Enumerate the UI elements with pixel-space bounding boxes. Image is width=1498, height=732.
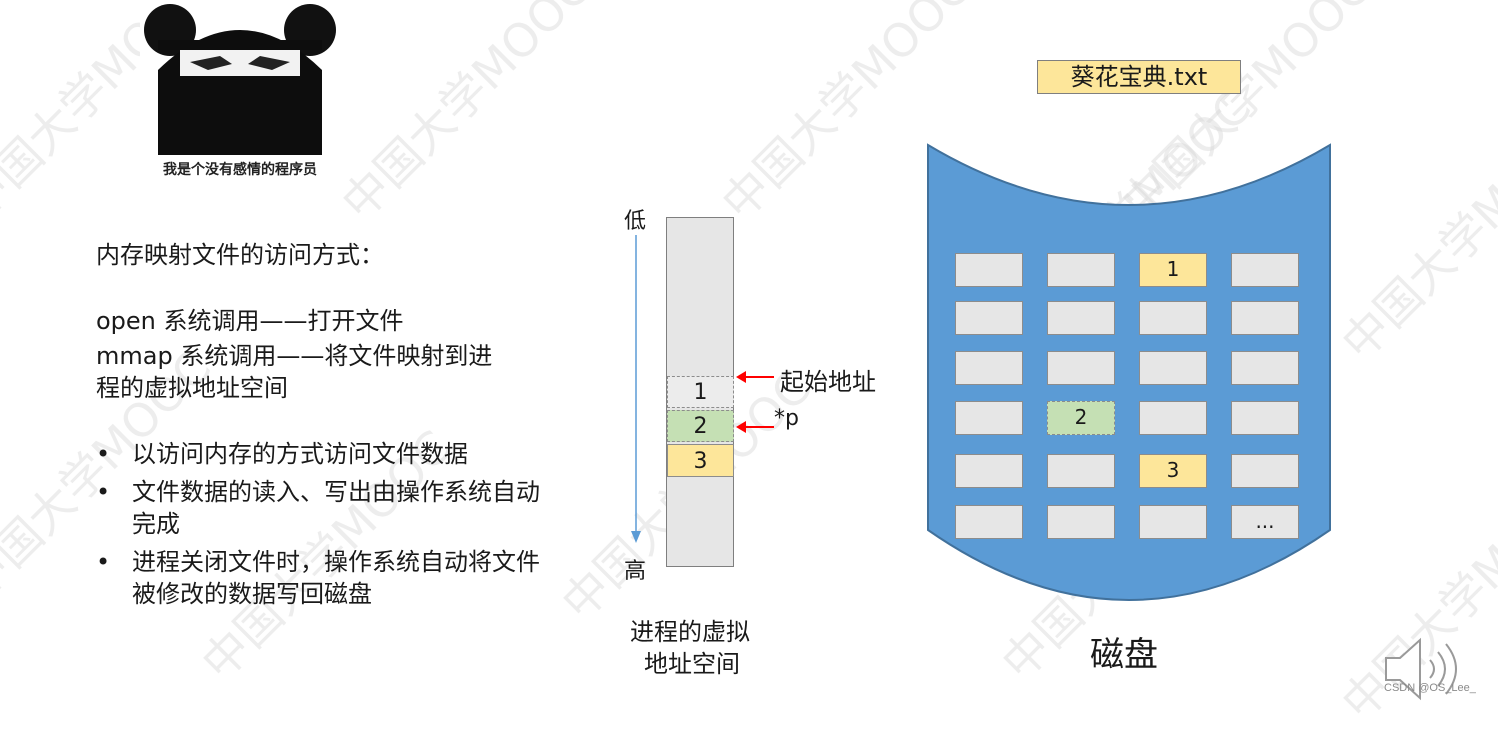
disk-caption: 磁盘 <box>1090 627 1158 676</box>
disk-block <box>1231 351 1299 385</box>
disk-block: 2 <box>1047 401 1115 435</box>
virtual-space-caption-cont: 地址空间 <box>644 644 740 679</box>
disk-block: 3 <box>1139 454 1207 488</box>
meme-caption: 我是个没有感情的程序员 <box>140 159 340 179</box>
memory-block-1: 1 <box>667 376 734 408</box>
disk-block <box>955 253 1023 287</box>
start-address-label: 起始地址 <box>780 362 876 397</box>
bullet-icon: • <box>96 438 110 470</box>
disk-block <box>1231 253 1299 287</box>
disk-block: 1 <box>1139 253 1207 287</box>
disk-block <box>1047 505 1115 539</box>
list-item-text: 以访问内存的方式访问文件数据 <box>132 440 468 468</box>
low-address-label: 低 <box>624 203 646 235</box>
section-title: 内存映射文件的访问方式： <box>96 239 384 271</box>
bullet-icon: • <box>96 546 110 578</box>
disk-block <box>955 351 1023 385</box>
list-item-text: 进程关闭文件时，操作系统自动将文件被修改的数据写回磁盘 <box>132 548 540 608</box>
list-item-text: 文件数据的读入、写出由操作系统自动完成 <box>132 478 540 538</box>
list-item: • 进程关闭文件时，操作系统自动将文件被修改的数据写回磁盘 <box>96 546 562 610</box>
down-arrow-icon <box>628 235 644 545</box>
disk-block <box>1047 253 1115 287</box>
disk-block <box>1139 505 1207 539</box>
memory-block-3: 3 <box>667 444 734 477</box>
high-address-label: 高 <box>624 553 646 585</box>
disk-cylinder <box>926 140 1332 630</box>
bullet-list: • 以访问内存的方式访问文件数据 • 文件数据的读入、写出由操作系统自动完成 •… <box>96 438 566 616</box>
file-name-label: 葵花宝典.txt <box>1037 60 1241 94</box>
memory-block-2: 2 <box>667 410 734 442</box>
disk-block: ... <box>1231 505 1299 539</box>
start-address-arrow-icon <box>736 368 776 386</box>
disk-block <box>955 301 1023 335</box>
disk-block <box>1231 401 1299 435</box>
watermark: 中国大学MOOC <box>325 0 604 232</box>
mmap-syscall-line: mmap 系统调用——将文件映射到进 <box>96 340 492 372</box>
mmap-syscall-line-cont: 程的虚拟地址空间 <box>96 372 288 404</box>
virtual-space-caption: 进程的虚拟 <box>630 612 750 647</box>
disk-block <box>1231 301 1299 335</box>
disk-block <box>1047 301 1115 335</box>
disk-block <box>955 505 1023 539</box>
disk-block <box>1139 401 1207 435</box>
list-item: • 以访问内存的方式访问文件数据 <box>96 438 566 470</box>
watermark: 中国大学MOOC <box>1325 94 1498 373</box>
list-item: • 文件数据的读入、写出由操作系统自动完成 <box>96 476 562 540</box>
disk-block <box>955 454 1023 488</box>
credit-text: CSDN @OS_Lee_ <box>1384 682 1476 694</box>
ninja-face-icon <box>140 0 340 185</box>
disk-block <box>1047 351 1115 385</box>
disk-block <box>1139 301 1207 335</box>
disk-block <box>1047 454 1115 488</box>
disk-block <box>1139 351 1207 385</box>
disk-block <box>955 401 1023 435</box>
pointer-arrow-icon <box>736 418 776 436</box>
bullet-icon: • <box>96 476 110 508</box>
open-syscall-line: open 系统调用——打开文件 <box>96 305 404 337</box>
pointer-label: *p <box>774 406 799 431</box>
meme-image <box>140 0 340 185</box>
disk-block <box>1231 454 1299 488</box>
